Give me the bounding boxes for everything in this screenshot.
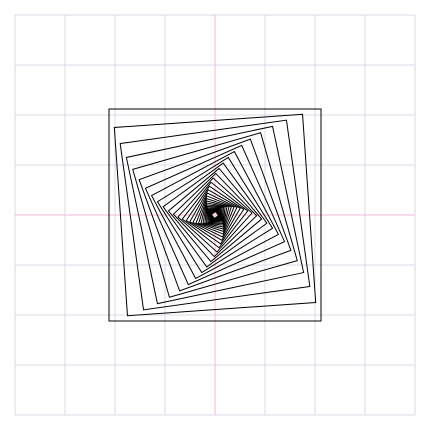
rotated-square — [177, 177, 253, 253]
rotated-square — [206, 206, 224, 224]
rotated-square — [181, 181, 249, 249]
square-spiral-pattern — [108, 108, 322, 322]
rotated-square — [200, 200, 230, 230]
rotated-square — [195, 195, 235, 235]
rotated-square — [192, 192, 238, 238]
axis-lines — [15, 15, 415, 415]
rotated-square — [204, 204, 226, 226]
rotated-square — [185, 185, 245, 245]
rotated-square — [202, 202, 228, 228]
rotated-square — [138, 138, 292, 292]
rotated-square — [156, 156, 274, 274]
rotated-square — [197, 197, 233, 233]
rotated-square — [207, 207, 223, 223]
rotated-square — [113, 113, 317, 317]
rotated-square — [210, 210, 220, 220]
rotated-square — [189, 189, 241, 241]
rotated-square — [150, 150, 280, 280]
rotated-square — [144, 144, 286, 286]
rotated-square — [125, 125, 305, 305]
rotated-square — [172, 172, 258, 258]
rotated-square — [108, 108, 322, 322]
rotated-square — [206, 206, 224, 224]
rotated-square — [119, 119, 311, 311]
rotated-square — [162, 162, 268, 268]
rotated-square — [167, 167, 263, 263]
rotated-square — [132, 132, 298, 298]
